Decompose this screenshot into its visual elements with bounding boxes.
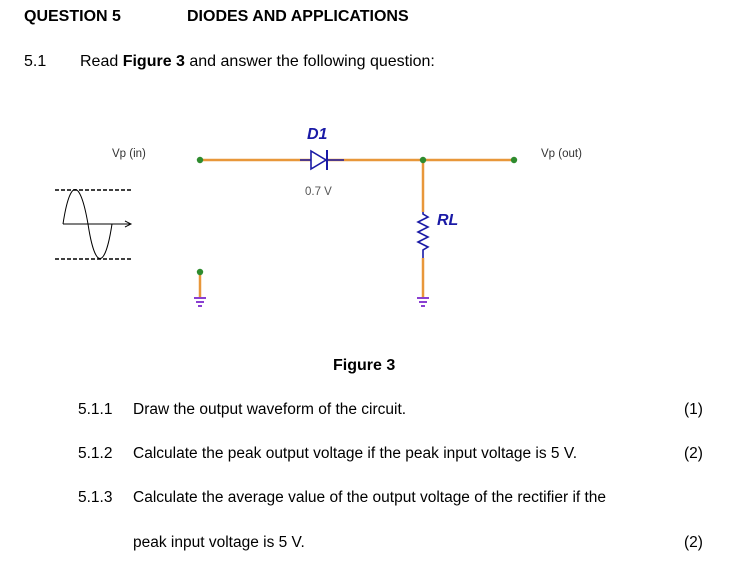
subquestion-number: 5.1.3 xyxy=(78,489,113,506)
wires xyxy=(198,158,514,298)
diode-symbol xyxy=(300,149,344,171)
prompt-prefix: Read xyxy=(80,53,123,70)
output-node xyxy=(510,156,518,164)
prompt-figure-ref: Figure 3 xyxy=(122,53,185,70)
prompt-suffix: and answer the following question: xyxy=(184,53,435,70)
subquestion-marks: (2) xyxy=(684,534,703,551)
input-node xyxy=(196,156,204,164)
diode-name-label: D1 xyxy=(307,126,328,143)
subquestion-continuation: peak input voltage is 5 V. xyxy=(133,534,305,551)
subquestion-number: 5.1.2 xyxy=(78,445,113,462)
subquestion-text: Draw the output waveform of the circuit. xyxy=(133,401,407,418)
junction-node xyxy=(419,156,427,164)
subquestion-marks: (1) xyxy=(684,401,703,418)
section-prompt: Read Figure 3 and answer the following q… xyxy=(80,53,435,71)
load-resistor-label: RL xyxy=(437,212,459,229)
resistor-symbol xyxy=(416,212,430,258)
question-title: DIODES AND APPLICATIONS xyxy=(187,8,409,25)
ground-symbol-right xyxy=(417,297,429,307)
subquestion-number: 5.1.1 xyxy=(78,401,113,418)
diode-drop-label: 0.7 V xyxy=(305,186,332,198)
subquestion-marks: (2) xyxy=(684,445,703,462)
input-voltage-label: Vp (in) xyxy=(112,148,146,160)
ground-node xyxy=(196,268,204,276)
ground-symbol-left xyxy=(194,297,206,307)
subquestion-text: Calculate the peak output voltage if the… xyxy=(133,445,578,462)
output-voltage-label: Vp (out) xyxy=(541,148,582,160)
figure-caption: Figure 3 xyxy=(333,357,396,374)
section-number: 5.1 xyxy=(24,53,47,70)
sine-wave-symbol xyxy=(55,189,133,260)
subquestion-text: Calculate the average value of the outpu… xyxy=(133,489,607,506)
question-number: QUESTION 5 xyxy=(24,8,121,25)
